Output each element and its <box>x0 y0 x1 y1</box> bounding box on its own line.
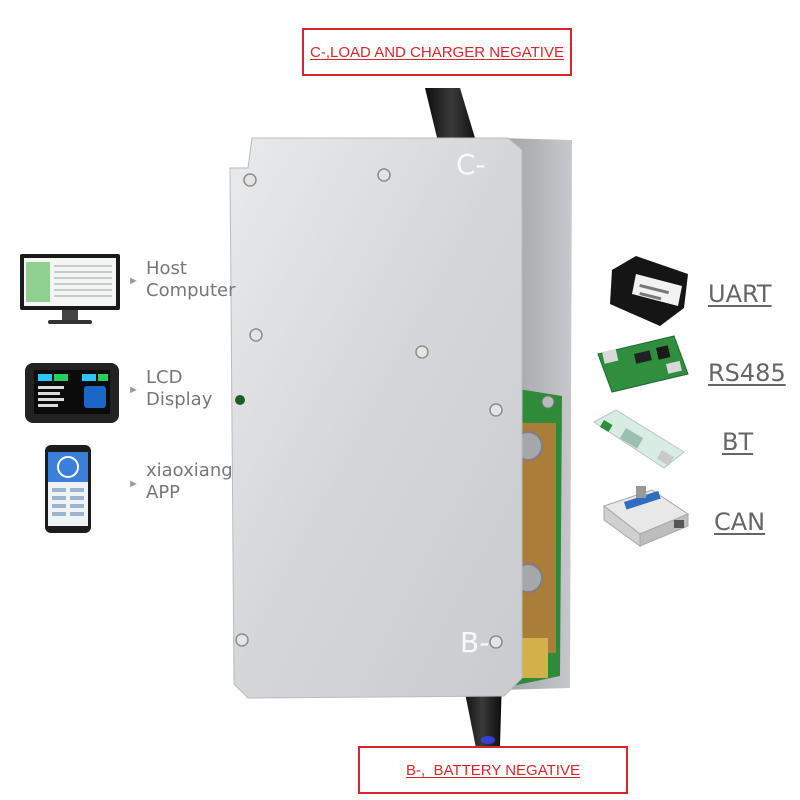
host-label-line1: Host <box>146 258 187 279</box>
rs485-module-icon <box>597 335 689 393</box>
xiaoxiang-app-label: xiaoxiang APP <box>146 460 233 504</box>
rs485-label: RS485 <box>708 359 786 387</box>
phone-icon <box>45 445 91 533</box>
app-label-line1: xiaoxiang <box>146 460 233 481</box>
load-charger-negative-callout: C-,LOAD AND CHARGER NEGATIVE <box>302 28 572 76</box>
arrow-icon: ► <box>128 478 139 490</box>
arrow-icon: ► <box>128 275 139 287</box>
battery-negative-callout: B-, BATTERY NEGATIVE <box>358 746 628 794</box>
bms-product-image <box>229 88 572 748</box>
host-label-line2: Computer <box>146 280 236 301</box>
can-label: CAN <box>714 508 766 536</box>
app-label-line2: APP <box>146 482 181 503</box>
host-computer-label: Host Computer <box>146 258 235 302</box>
usb-can-adapter-icon <box>602 486 690 547</box>
lcd-label-line1: LCD <box>146 367 183 388</box>
lcd-label-line2: Display <box>146 389 213 410</box>
lcd-display-icon <box>25 363 119 423</box>
c-minus-mark: C- <box>456 148 486 181</box>
uart-box-icon <box>610 256 688 326</box>
top-cable <box>425 88 478 150</box>
uart-label: UART <box>708 280 772 308</box>
b-minus-mark: B- <box>460 626 490 659</box>
bt-label: BT <box>722 428 754 456</box>
monitor-icon <box>20 254 120 324</box>
lcd-display-label: LCD Display <box>146 367 212 411</box>
arrow-icon: ► <box>128 384 139 396</box>
bluetooth-module-icon <box>593 409 685 469</box>
